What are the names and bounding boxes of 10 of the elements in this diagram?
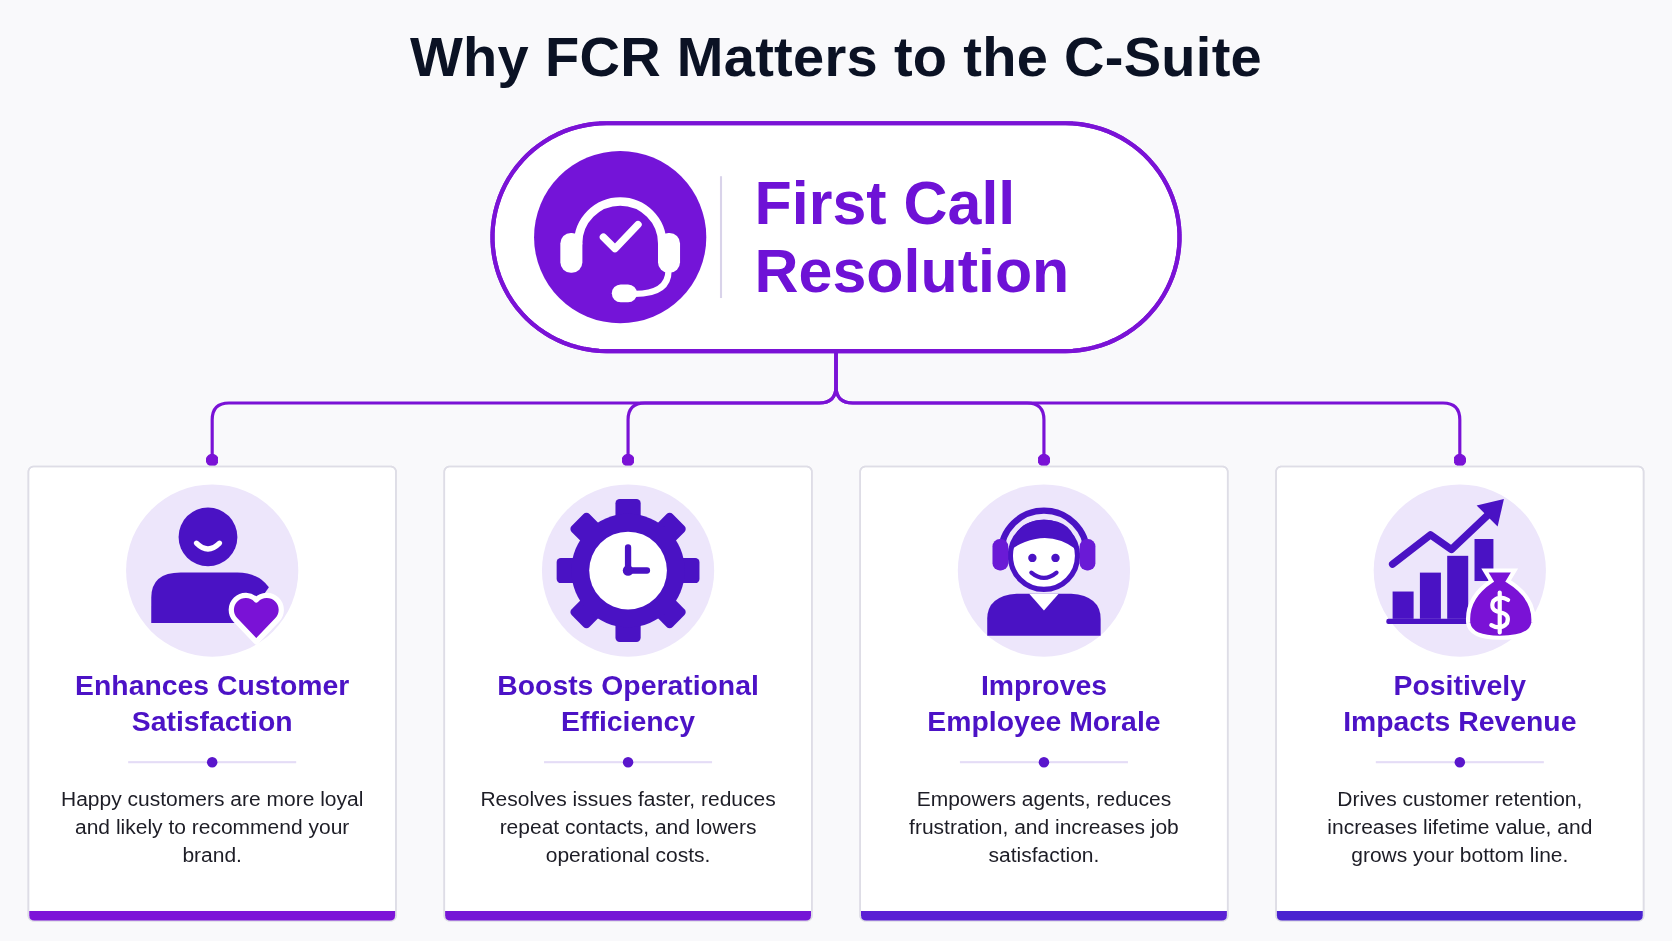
card-description: Happy customers are more loyal and likely to recommend your brand. bbox=[60, 785, 365, 869]
diagram-title: Why FCR Matters to the C-Suite bbox=[409, 25, 1263, 88]
card-heading: Improves Employee Morale bbox=[926, 669, 1162, 740]
hub-title: First Call Resolution bbox=[754, 168, 1071, 306]
card-heading: Positively Impacts Revenue bbox=[1342, 669, 1578, 740]
card-heading: Enhances Customer Satisfaction bbox=[74, 669, 351, 740]
card-description: Empowers agents, reduces frustration, and increases job satisfaction. bbox=[908, 785, 1180, 869]
card-description: Drives customer retention, increases lifetime value, and grows your bottom line. bbox=[1326, 785, 1594, 869]
card-description: Resolves issues faster, reduces repeat contacts, and lowers operational costs. bbox=[479, 785, 777, 869]
card-heading: Boosts Operational Efficiency bbox=[496, 669, 760, 740]
